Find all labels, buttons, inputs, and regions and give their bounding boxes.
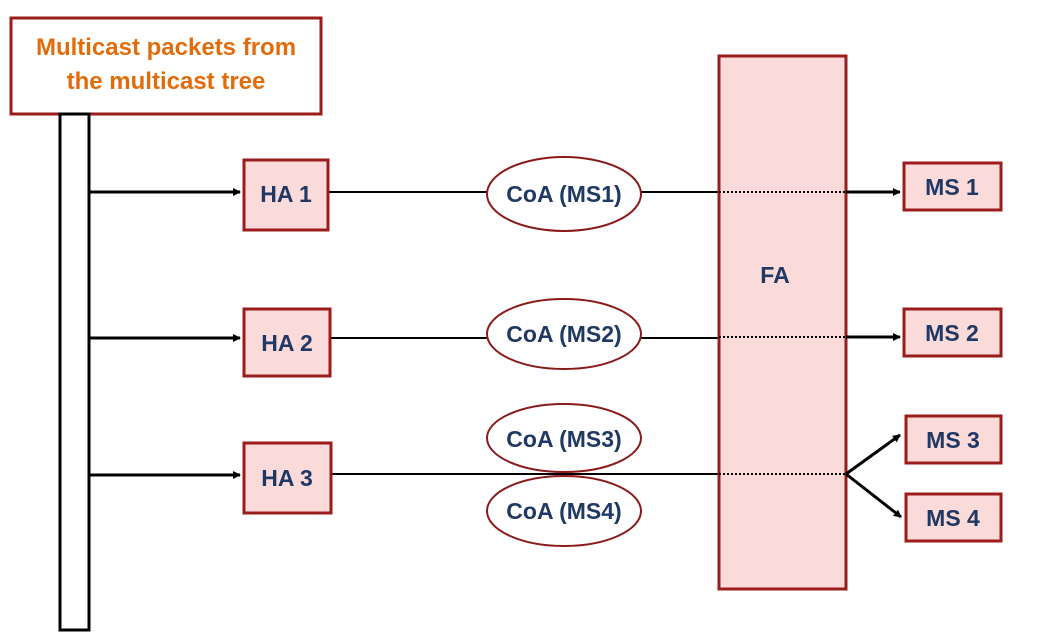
ms4-box bbox=[904, 492, 1003, 543]
ha3-label: HA 3 bbox=[261, 465, 313, 491]
ms3-label: MS 3 bbox=[926, 427, 980, 453]
ms3-node: MS 3 bbox=[904, 414, 1003, 465]
multicast-tree-trunk bbox=[58, 112, 91, 632]
ms1-label: MS 1 bbox=[925, 174, 979, 200]
ha1-node: HA 1 bbox=[242, 158, 330, 232]
coa-ms4-ellipse bbox=[486, 475, 642, 547]
coa-ms2-ellipse bbox=[486, 298, 642, 370]
title-line-1: Multicast packets from bbox=[36, 34, 296, 61]
coa-ms1-label: CoA (MS1) bbox=[506, 181, 621, 207]
title-box-frame bbox=[9, 16, 323, 116]
ha3-box bbox=[242, 441, 333, 515]
fa-box bbox=[717, 54, 848, 591]
coa-ms3-label: CoA (MS3) bbox=[506, 426, 621, 452]
ms4-label: MS 4 bbox=[926, 505, 980, 531]
ms3-box bbox=[904, 414, 1003, 465]
coa-ms2-node: CoA (MS2) bbox=[486, 298, 642, 370]
ha1-box bbox=[242, 158, 330, 232]
coa-ms3-ellipse bbox=[486, 403, 642, 473]
ms1-box bbox=[902, 161, 1003, 212]
ha2-label: HA 2 bbox=[261, 330, 313, 356]
coa-ms3-node: CoA (MS3) bbox=[486, 403, 642, 473]
coa-ms1-node: CoA (MS1) bbox=[486, 156, 642, 232]
ms4-node: MS 4 bbox=[904, 492, 1003, 543]
ms2-box bbox=[902, 307, 1003, 358]
fa-to-ms3-arrow bbox=[845, 433, 901, 476]
ms2-node: MS 2 bbox=[902, 307, 1003, 358]
coa-ms2-label: CoA (MS2) bbox=[506, 321, 621, 347]
fa-to-ms4-arrow bbox=[845, 472, 902, 519]
fa-node: FA bbox=[717, 54, 848, 591]
fa-label: FA bbox=[760, 262, 789, 288]
ms2-label: MS 2 bbox=[925, 320, 979, 346]
ha3-node: HA 3 bbox=[242, 441, 333, 515]
ha1-label: HA 1 bbox=[260, 181, 312, 207]
coa-ms4-label: CoA (MS4) bbox=[506, 498, 621, 524]
coa-ms1-ellipse bbox=[486, 156, 642, 232]
ha2-node: HA 2 bbox=[242, 307, 332, 378]
title-line-2: the multicast tree bbox=[67, 68, 266, 95]
ms1-node: MS 1 bbox=[902, 161, 1003, 212]
coa-ms4-node: CoA (MS4) bbox=[486, 475, 642, 547]
title-box: Multicast packets from the multicast tre… bbox=[9, 16, 323, 116]
ha2-box bbox=[242, 307, 332, 378]
